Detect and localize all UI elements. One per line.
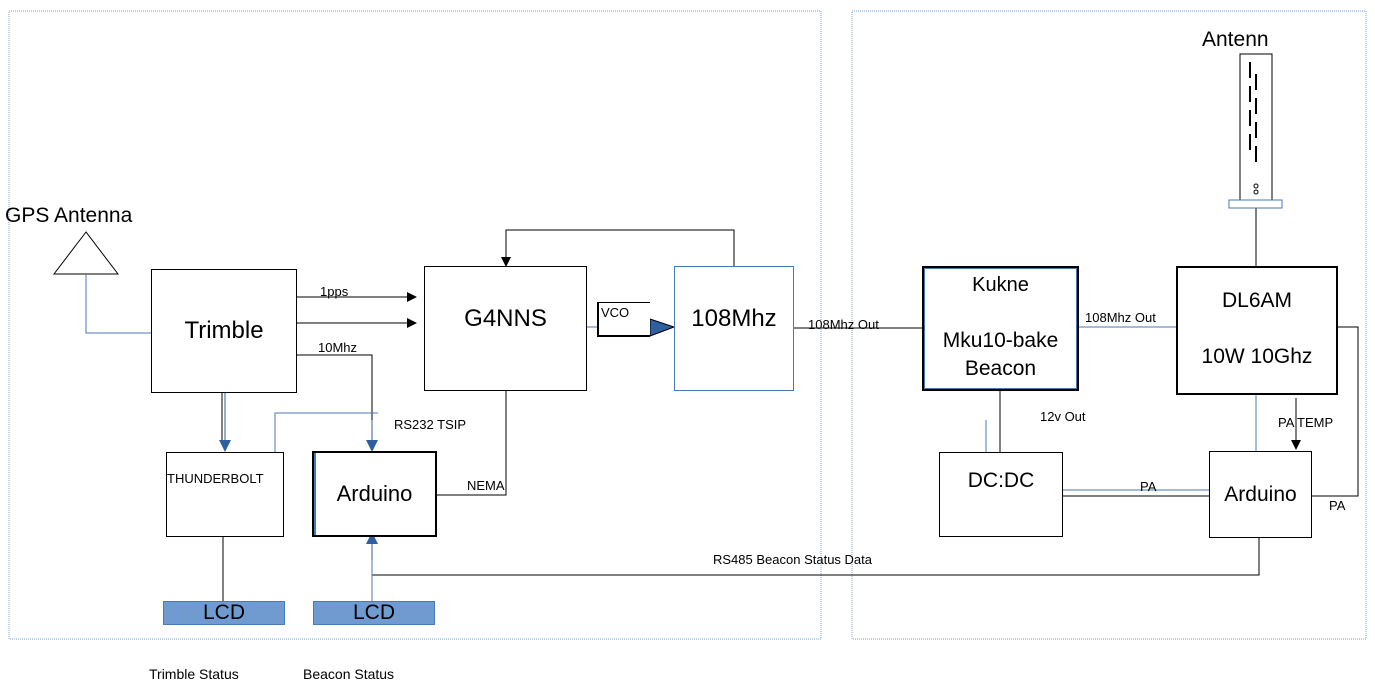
- pa-temp-label: PA TEMP: [1278, 415, 1334, 430]
- dcdc-label: DC:DC: [967, 469, 1035, 492]
- vco-block: VCO: [597, 302, 650, 337]
- antenn-base-icon: [1228, 199, 1283, 209]
- kukne-label-1: Kukne: [972, 274, 1029, 296]
- nema-label: NEMA: [467, 478, 505, 493]
- feedback-loop: [501, 229, 735, 267]
- vco-triangle-icon: [649, 318, 676, 337]
- osc-108-label: 108Mhz: [691, 305, 777, 332]
- v12-out-label: 12v Out: [1040, 409, 1086, 424]
- antenn-port-icon: [1253, 183, 1259, 189]
- right-panel: [851, 10, 1367, 640]
- dl6am-block: DL6AM 10W 10Ghz: [1176, 266, 1338, 395]
- lcd-left-label: LCD: [202, 601, 245, 624]
- thunderbolt-label: THUNDERBOLT: [167, 471, 264, 486]
- pps-label: 1pps: [320, 284, 349, 299]
- out-108-label-b: 108Mhz Out: [1085, 310, 1156, 325]
- antenn-port-icon-2: [1253, 189, 1259, 195]
- arduino-left-block: Arduino: [312, 451, 437, 537]
- dl6am-label-2: 10W 10Ghz: [1201, 345, 1313, 368]
- vco-label: VCO: [601, 305, 630, 320]
- lcd-right: LCD: [313, 601, 435, 625]
- lcd-right-label: LCD: [352, 601, 395, 624]
- gps-antenna-icon: [52, 231, 120, 275]
- dl6am-label-1: DL6AM: [1221, 289, 1293, 312]
- osc-108-block: 108Mhz: [674, 266, 794, 391]
- kukne-block: Kukne Mku10-bake Beacon: [922, 266, 1079, 391]
- antenn-slots-icon: [1249, 62, 1257, 162]
- left-panel: [8, 10, 822, 640]
- gps-antenna-feed: [85, 274, 151, 334]
- kukne-label-3: Beacon: [964, 357, 1037, 380]
- arduino-right-block: Arduino: [1209, 451, 1312, 538]
- g4nns-block: G4NNS: [424, 266, 587, 391]
- beacon-status-label: Beacon Status: [303, 666, 395, 682]
- kukne-label-2: Mku10-bake: [942, 329, 1059, 352]
- mhz10-label: 10Mhz: [318, 340, 358, 355]
- trimble-label: Trimble: [184, 317, 264, 344]
- trimble-block: Trimble: [151, 269, 297, 393]
- arduino-left-label: Arduino: [336, 481, 413, 506]
- dcdc-block: DC:DC: [939, 452, 1063, 537]
- arduino-right-label: Arduino: [1224, 482, 1297, 506]
- rs485-label: RS485 Beacon Status Data: [713, 552, 872, 567]
- nema-line: [437, 391, 507, 496]
- lcd-left: LCD: [163, 601, 285, 625]
- thunderbolt-block: THUNDERBOLT: [166, 452, 284, 537]
- trimble-status-label: Trimble Status: [149, 666, 239, 682]
- mhz10-line: [221, 354, 373, 448]
- g4nns-label: G4NNS: [464, 305, 547, 332]
- antenn-label: Antenn: [1202, 28, 1269, 51]
- pa-right-label: PA: [1329, 498, 1346, 513]
- pa-mid-label: PA: [1140, 479, 1157, 494]
- rs232-label: RS232 TSIP: [394, 417, 467, 432]
- out-108-label-a: 108Mhz Out: [808, 317, 879, 332]
- pa-loop: [1312, 326, 1359, 497]
- gps-antenna-label: GPS Antenna: [5, 204, 133, 227]
